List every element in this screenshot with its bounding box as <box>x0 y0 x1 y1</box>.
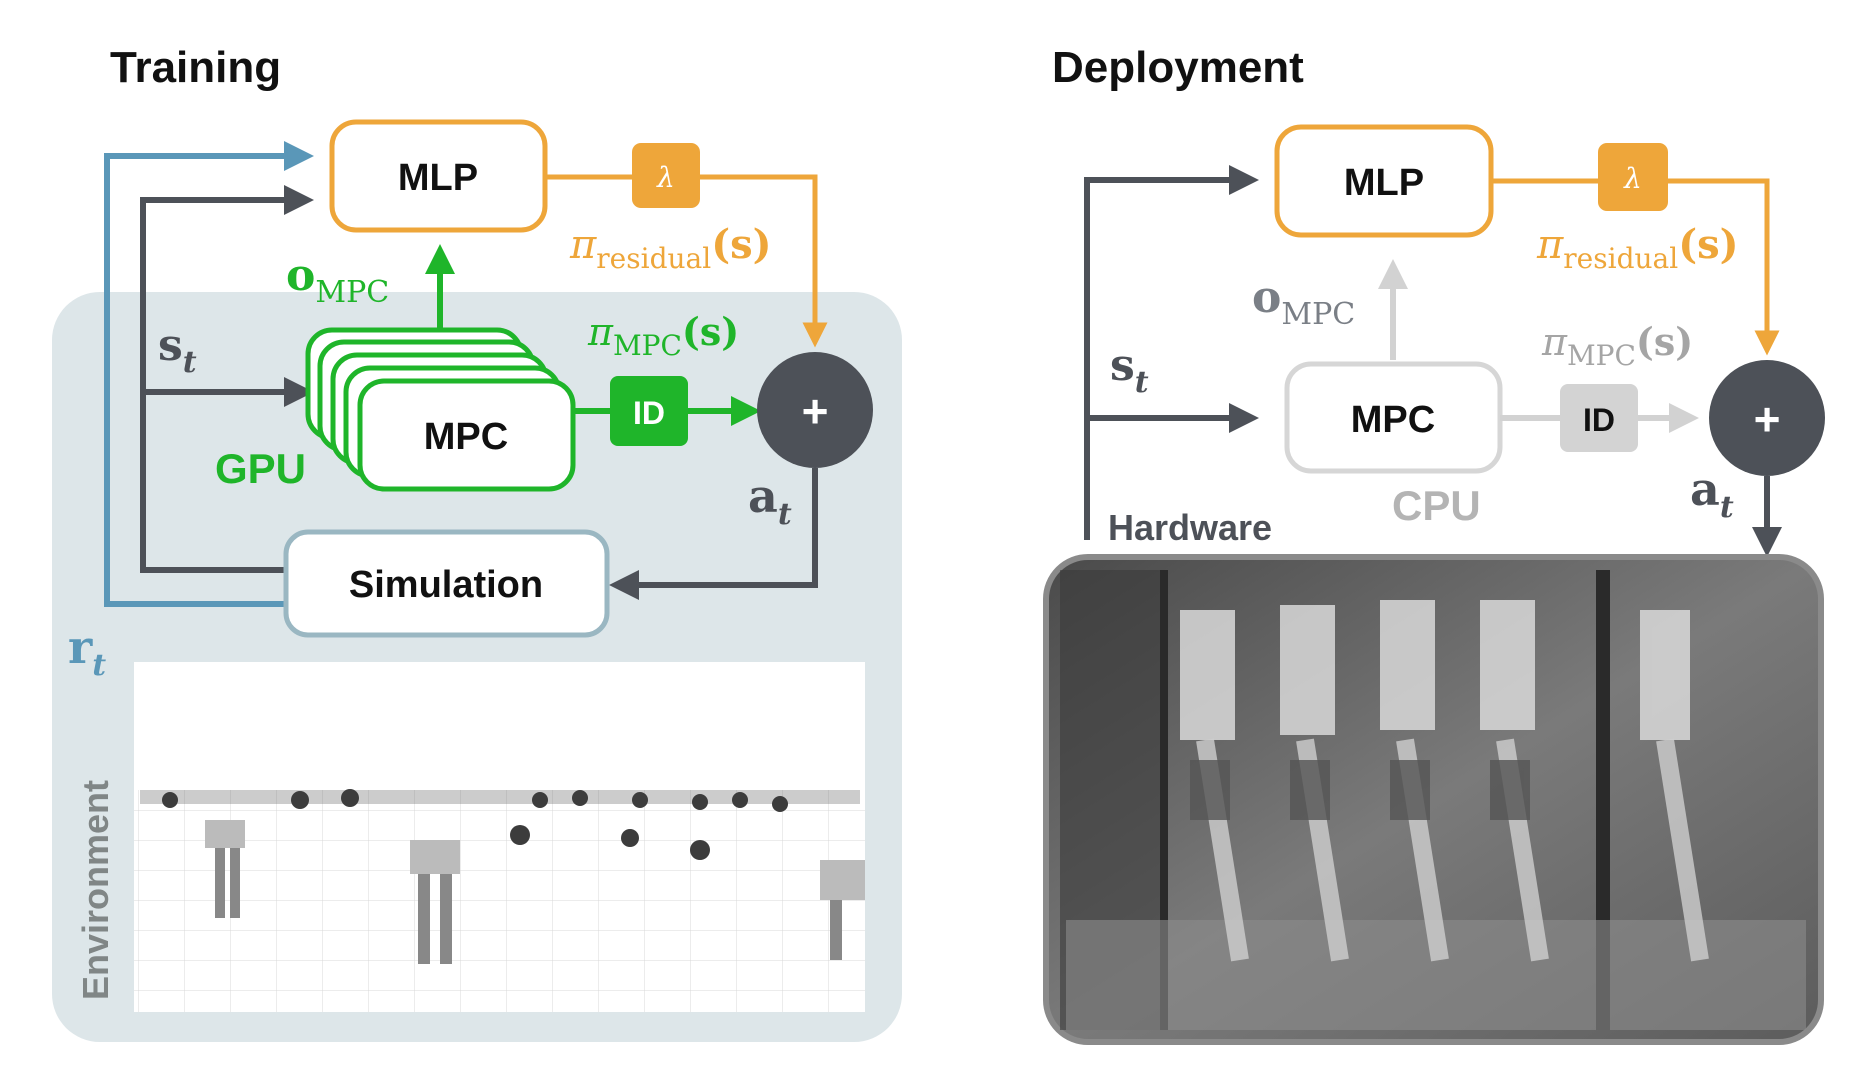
robot-silhouettes <box>162 789 865 964</box>
lambda-box <box>632 143 700 208</box>
id-box <box>610 376 688 446</box>
hardware-label: Hardware <box>1108 507 1272 548</box>
lambda-box <box>1598 143 1668 211</box>
plus-label: + <box>1754 393 1781 445</box>
pi-residual-label: πresidual(s) <box>1536 221 1739 275</box>
mpc-stack <box>305 327 576 492</box>
residual-arrow <box>1668 178 1780 356</box>
residual-arrow <box>700 174 828 348</box>
deployment-title: Deployment <box>1052 43 1304 92</box>
s-t-label: st <box>158 320 197 380</box>
pi-mpc-label: πMPC(s) <box>587 309 739 362</box>
pi-residual-label: πresidual(s) <box>569 221 772 275</box>
mlp-label: MLP <box>398 157 478 199</box>
sum-node <box>757 352 873 468</box>
action-arrow <box>609 468 818 600</box>
lambda-label: λ <box>1623 162 1642 195</box>
id-label: ID <box>633 395 665 431</box>
training-title: Training <box>110 43 281 92</box>
lambda-label: λ <box>656 161 675 194</box>
training-panel: Training <box>52 43 902 1042</box>
id-label: ID <box>1583 402 1615 438</box>
id-box <box>1560 384 1638 452</box>
hardware-photo <box>1043 554 1824 1045</box>
r-t-label: rt <box>68 620 106 683</box>
mlp-label: MLP <box>1344 162 1424 204</box>
mpc-box <box>357 378 576 492</box>
mpc-label: MPC <box>1351 399 1435 441</box>
reward-arrow <box>104 141 314 607</box>
cpu-label: CPU <box>1392 482 1481 529</box>
deployment-panel: Deployment MLP λ πresidual(s) st oMPC MP… <box>1043 43 1825 1045</box>
sum-node <box>1709 360 1825 476</box>
o-mpc-label: oMPC <box>286 250 389 310</box>
gpu-label: GPU <box>215 445 306 492</box>
o-mpc-label: oMPC <box>1252 272 1355 332</box>
environment-label: Environment <box>75 780 116 1000</box>
a-t-label: at <box>1690 462 1734 525</box>
s-t-label: st <box>1110 340 1149 400</box>
pi-mpc-label: πMPC(s) <box>1541 319 1693 372</box>
plus-label: + <box>802 385 829 437</box>
simulation-image <box>134 662 865 1012</box>
state-arrow-mlp <box>140 185 314 573</box>
mpc-label: MPC <box>424 416 508 458</box>
simulation-label: Simulation <box>349 564 543 606</box>
simulation-box <box>283 529 610 638</box>
a-t-label: at <box>748 469 792 532</box>
